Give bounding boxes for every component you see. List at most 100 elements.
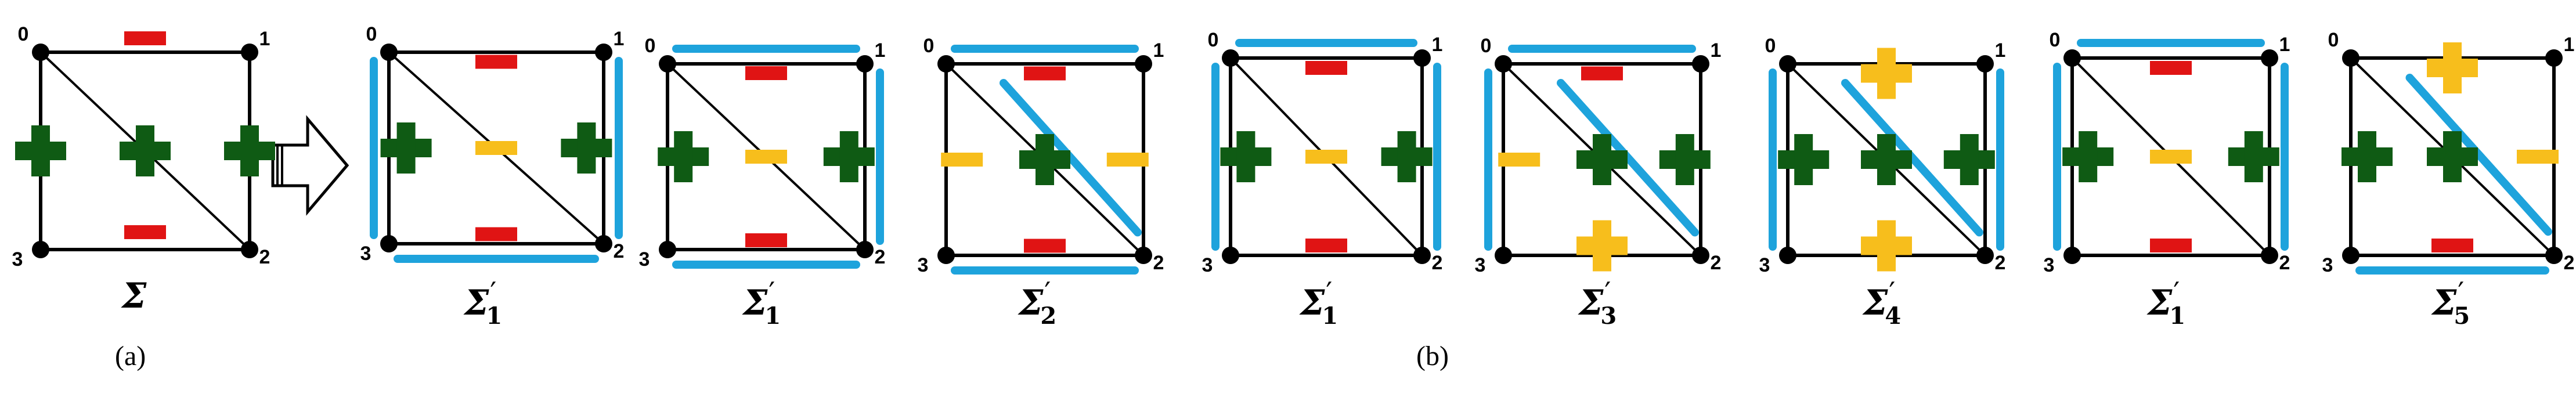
top-minus-red-sign — [1581, 66, 1623, 81]
vertex-label-3: 3 — [1475, 254, 1486, 276]
vertex-3 — [659, 241, 676, 258]
diagonal-minus-yellow-sign — [2150, 150, 2192, 164]
vertex-3 — [32, 241, 49, 258]
sigma-symbol: Σ — [2432, 283, 2457, 323]
vertex-label-2: 2 — [2279, 252, 2290, 274]
prime-mark: ′ — [1044, 276, 1051, 309]
vertex-1 — [2545, 49, 2563, 67]
sigma-symbol: Σ — [122, 276, 147, 316]
vertex-label-3: 3 — [2044, 254, 2055, 276]
panel-s4: 0 1 2 3 — [1753, 29, 2020, 290]
vertex-0 — [937, 55, 955, 73]
vertex-3 — [380, 235, 398, 252]
vertex-0 — [1779, 55, 1796, 73]
vertex-0 — [2342, 49, 2359, 67]
label-s1c: Σ′1 — [1300, 279, 1338, 328]
vertex-label-3: 3 — [639, 248, 650, 270]
label-s5: Σ′5 — [2432, 279, 2470, 328]
left-plus-green-sign — [2342, 131, 2393, 182]
panel-s1c: 0 1 2 3 — [1196, 23, 1457, 290]
graph-s1c: 0 1 2 3 — [1202, 29, 1443, 276]
vertex-label-0: 0 — [923, 35, 935, 57]
subscript: 1 — [764, 302, 781, 330]
vertex-3 — [2063, 247, 2081, 264]
diagonal-plus-green-sign — [2427, 131, 2478, 182]
vertex-1 — [2261, 49, 2278, 67]
prime-mark: ′ — [1889, 276, 1896, 309]
vertex-label-2: 2 — [1995, 252, 2006, 274]
vertex-1 — [856, 55, 874, 73]
vertex-label-0: 0 — [1765, 35, 1776, 57]
bottom-minus-red-sign — [2431, 239, 2473, 252]
panel-s1d: 0 1 2 3 — [2037, 23, 2304, 290]
vertex-label-1: 1 — [875, 39, 886, 62]
vertex-label-1: 1 — [1153, 39, 1164, 62]
bottom-plus-yellow-sign — [1861, 220, 1912, 272]
left-plus-green-sign — [658, 131, 709, 182]
vertex-3 — [2342, 247, 2359, 264]
vertex-0 — [380, 44, 398, 61]
vertex-0 — [32, 44, 49, 61]
label-s1d: Σ′1 — [2148, 279, 2185, 328]
vertex-3 — [1222, 247, 1239, 264]
vertex-label-0: 0 — [366, 23, 377, 45]
vertex-label-2: 2 — [2564, 252, 2575, 274]
vertex-label-0: 0 — [1208, 29, 1219, 51]
label-sigma: Σ — [122, 279, 146, 313]
vertex-2 — [595, 235, 612, 252]
left-minus-yellow-sign — [941, 153, 983, 167]
bottom-minus-red-sign — [2150, 239, 2192, 252]
vertex-1 — [1135, 55, 1152, 73]
vertex-label-2: 2 — [1432, 252, 1443, 274]
caption-b: (b) — [1416, 341, 1449, 371]
subscript: 3 — [1600, 302, 1617, 330]
right-minus-yellow-sign — [2517, 150, 2559, 164]
vertex-2 — [241, 241, 258, 258]
label-s3: Σ′3 — [1579, 279, 1617, 328]
vertex-label-3: 3 — [1202, 254, 1213, 276]
vertex-label-1: 1 — [1995, 39, 2006, 62]
graph-s1d: 0 1 2 3 — [2044, 29, 2290, 276]
vertex-2 — [2545, 247, 2563, 264]
vertex-label-0: 0 — [645, 35, 656, 57]
diagonal-plus-green-sign — [1861, 134, 1912, 185]
subscript: 5 — [2454, 302, 2470, 330]
right-plus-green-sign — [2228, 131, 2279, 182]
vertex-0 — [1222, 49, 1239, 67]
diagonal-minus-yellow-sign — [745, 150, 787, 164]
vertex-label-3: 3 — [1759, 254, 1770, 276]
subscript: 1 — [1322, 302, 1338, 330]
subscript: 1 — [486, 302, 503, 330]
vertex-label-1: 1 — [1432, 34, 1443, 56]
prime-mark: ′ — [490, 276, 497, 309]
left-plus-green-sign — [380, 122, 432, 174]
sigma-symbol: Σ — [2148, 283, 2173, 323]
bottom-minus-red-sign — [475, 227, 517, 241]
top-minus-red-sign — [124, 31, 166, 45]
sigma-symbol: Σ — [1863, 283, 1888, 323]
blue-edge-diagonal — [1000, 79, 1142, 237]
vertex-label-1: 1 — [1711, 39, 1722, 62]
subscript: 1 — [2169, 302, 2186, 330]
vertex-label-1: 1 — [259, 28, 270, 50]
vertex-label-0: 0 — [2050, 29, 2061, 51]
vertex-label-1: 1 — [2279, 34, 2290, 56]
vertex-0 — [1495, 55, 1512, 73]
vertex-label-2: 2 — [1153, 252, 1164, 274]
right-plus-green-sign — [561, 122, 612, 174]
vertex-label-0: 0 — [18, 23, 29, 45]
subscript: 4 — [1885, 302, 1902, 330]
right-plus-green-sign — [1943, 134, 1995, 185]
left-plus-green-sign — [1220, 131, 1272, 182]
vertex-label-1: 1 — [2564, 34, 2575, 56]
sigma-symbol: Σ — [743, 283, 768, 323]
sigma-symbol: Σ — [464, 283, 489, 323]
right-plus-green-sign — [1381, 131, 1433, 182]
diagonal-minus-yellow-sign — [1305, 150, 1347, 164]
